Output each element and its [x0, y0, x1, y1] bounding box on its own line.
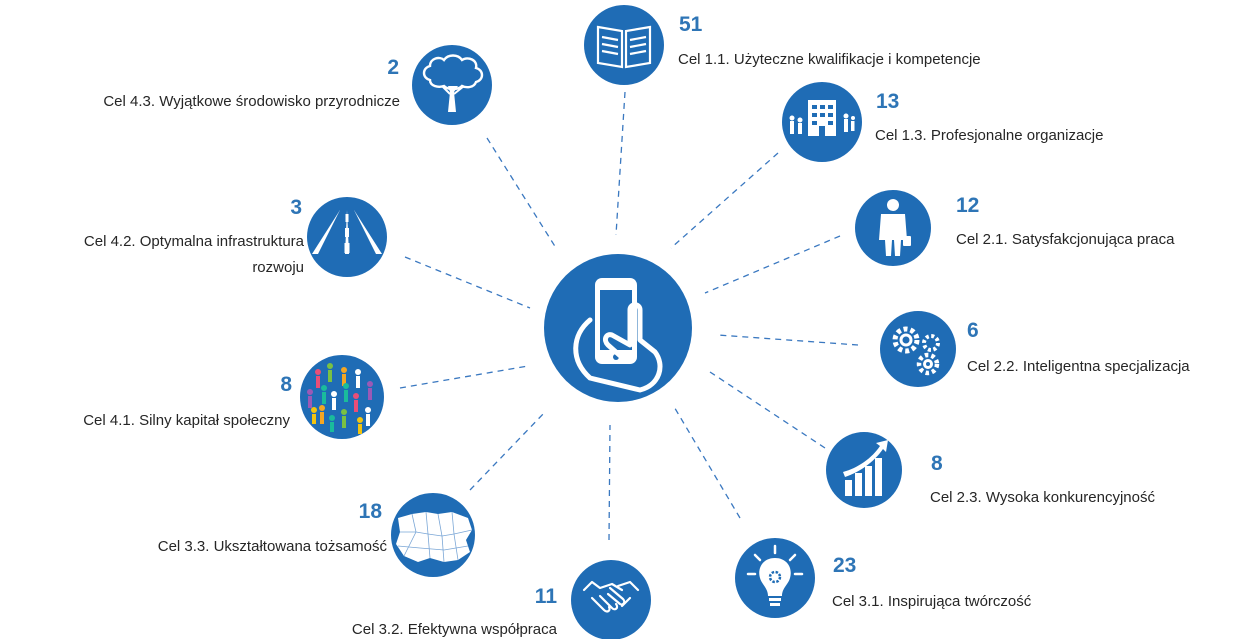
goal-count: 18 [358, 500, 382, 523]
goal-g33-node [391, 493, 475, 577]
handshake-icon [582, 580, 640, 613]
lightbulb-icon [746, 544, 804, 606]
worker-icon [879, 199, 911, 256]
goal-g23-node [826, 432, 902, 508]
goal-g42-node [307, 197, 387, 277]
connector-g43 [486, 137, 557, 249]
goal-label: Cel 4.3. Wyjątkowe środowisko przyrodnic… [103, 93, 400, 110]
goal-label: Cel 3.1. Inspirująca twórczość [832, 593, 1032, 610]
connectors [399, 91, 859, 541]
goal-label: Cel 2.2. Inteligentna specjalizacja [967, 358, 1190, 375]
goal-count: 11 [534, 585, 557, 608]
goal-label-line-1: Cel 4.2. Optymalna infrastruktura [83, 233, 304, 250]
goal-label: Cel 2.1. Satysfakcjonująca praca [956, 231, 1175, 248]
connector-g21 [704, 235, 841, 294]
tree-icon [422, 54, 484, 112]
goal-count: 23 [833, 554, 857, 577]
goal-count: 12 [956, 194, 980, 217]
goal-g21-node [855, 190, 931, 266]
goal-count: 8 [280, 373, 292, 396]
goal-label: Cel 3.2. Efektywna współpraca [351, 621, 557, 638]
goal-g41-node [300, 355, 384, 439]
goal-g11-node [584, 5, 664, 85]
connector-g33 [469, 411, 546, 491]
goal-g43-node [412, 45, 492, 125]
connector-g31 [672, 404, 741, 519]
goal-label-line-2: rozwoju [252, 259, 304, 276]
connector-g23 [709, 371, 826, 449]
region-map-icon [396, 511, 473, 563]
connector-g11 [615, 91, 626, 236]
goal-count: 6 [967, 319, 979, 342]
road-icon [312, 210, 382, 254]
goal-label: Cel 1.3. Profesjonalne organizacje [875, 127, 1104, 144]
connector-g32 [608, 424, 611, 541]
goal-g13-node [782, 82, 862, 162]
connector-g22 [717, 334, 859, 346]
goal-count: 8 [931, 452, 943, 475]
crowd-icon [307, 363, 373, 434]
goal-count: 51 [679, 13, 703, 36]
building-people-icon [789, 100, 855, 136]
goal-label: Cel 2.3. Wysoka konkurencyjność [930, 489, 1155, 506]
goal-count: 13 [876, 90, 900, 113]
goal-g32-node [571, 560, 651, 639]
growth-chart-icon [843, 440, 888, 496]
goal-count: 3 [290, 196, 302, 219]
connector-g13 [670, 152, 779, 249]
gears-icon [892, 326, 940, 376]
goal-count: 2 [387, 56, 399, 79]
smartphone-hand-icon [573, 278, 663, 393]
goal-label: Cel 3.3. Ukształtowana tożsamość [157, 538, 387, 555]
goal-label: Cel 4.1. Silny kapitał społeczny [83, 412, 290, 429]
goal-g22-node [880, 311, 956, 387]
center-node [544, 254, 692, 402]
book-icon [596, 25, 652, 69]
connector-g42 [404, 256, 531, 309]
goal-g31-node [735, 538, 815, 618]
goal-label: Cel 1.1. Użyteczne kwalifikacje i kompet… [678, 51, 981, 68]
connector-g41 [399, 365, 529, 389]
